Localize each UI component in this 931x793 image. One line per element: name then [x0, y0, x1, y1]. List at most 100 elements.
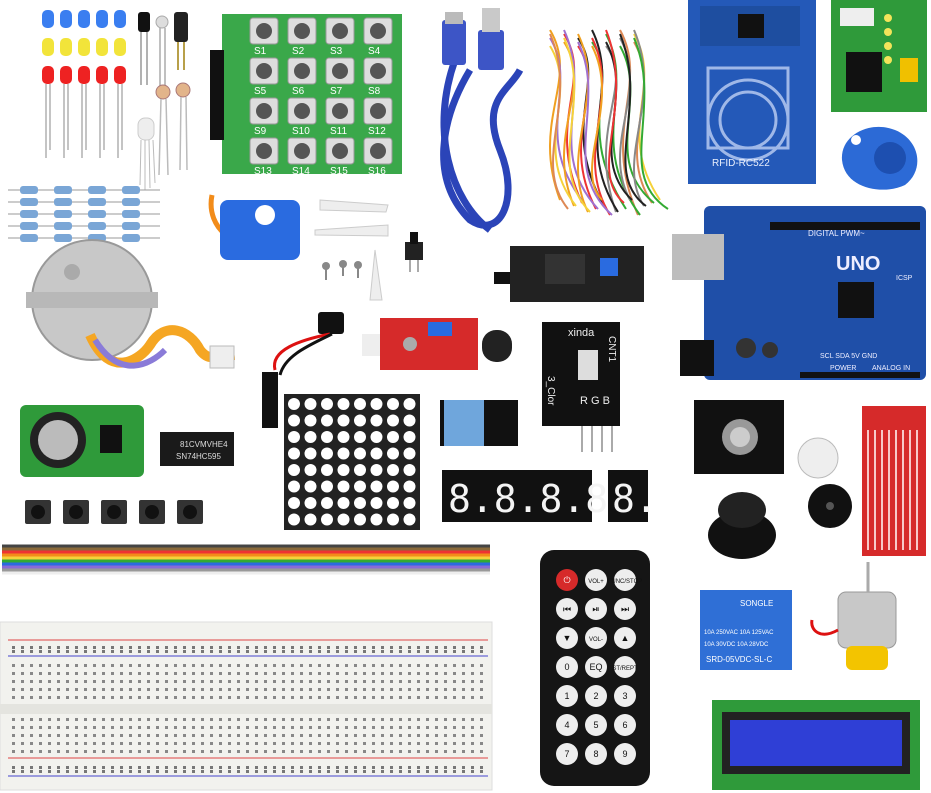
jumper-wire [549, 33, 569, 210]
matrix-dot [321, 480, 333, 493]
jumper-wire [591, 45, 603, 201]
matrix-dot [288, 464, 300, 476]
remote-button [585, 627, 607, 649]
matrix-dot [370, 414, 383, 427]
matrix-dot [354, 447, 366, 460]
matrix-dot [304, 513, 317, 526]
matrix-dot [370, 513, 383, 526]
led [114, 10, 126, 28]
chip-line-1: 81CVMVHE4 [180, 440, 228, 449]
jumper-wire [577, 41, 613, 216]
keypad-key-label: S3 [330, 46, 343, 57]
remote-button-label: 4 [564, 720, 569, 730]
rfid-module: RFID-RC522 [688, 0, 816, 184]
matrix-dot [387, 464, 399, 476]
remote-button-label: ⏯ [592, 604, 599, 614]
arduino-uno-board: UNO DIGITAL PWM~ SCL SDA 5V GND POWER AN… [672, 206, 926, 380]
battery-clip-and-dc-jack [262, 312, 344, 428]
rgb-led [137, 117, 156, 190]
resistor [20, 210, 38, 218]
led [78, 10, 90, 28]
resistor [20, 234, 38, 242]
matrix-dot [354, 431, 366, 443]
keypad-key-label: S6 [292, 86, 305, 97]
rtc-clock-module [20, 405, 144, 477]
four-digit-seven-segment: 8.8.8.8. [442, 470, 631, 522]
stepper-motor [26, 239, 235, 369]
servo-motor [208, 194, 300, 260]
remote-button-label: 2 [593, 691, 598, 701]
remote-button [614, 569, 636, 591]
led-dot-matrix [284, 394, 420, 530]
matrix-dot [304, 464, 317, 476]
resistor [20, 186, 38, 194]
remote-button [556, 569, 578, 591]
led [78, 66, 90, 84]
matrix-dot [337, 480, 350, 493]
jumper-wire [633, 33, 661, 201]
matrix-dot [387, 513, 399, 526]
matrix-dot [337, 414, 350, 427]
keypad-key-label: S9 [254, 126, 267, 137]
uno-analog-label: ANALOG IN [872, 365, 910, 372]
single-digit-readout: 8. [612, 477, 658, 521]
screws [322, 260, 362, 280]
matrix-dot [321, 464, 333, 476]
matrix-dot [370, 431, 383, 443]
matrix-dot [403, 480, 416, 493]
remote-button-label: 5 [593, 720, 598, 730]
matrix-dot [304, 497, 317, 509]
matrix-dot [370, 480, 383, 493]
matrix-dot [403, 431, 416, 443]
dht11-sensor-module [440, 400, 518, 446]
keypad-key-label: S13 [254, 166, 272, 177]
potentiometer [405, 232, 423, 272]
matrix-dot [370, 464, 383, 476]
matrix-dot [370, 398, 383, 410]
matrix-dot [321, 513, 333, 526]
i2c-lcd-adapter [494, 246, 644, 302]
shift-register-chip: 81CVMVHE4 SN74HC595 [160, 432, 234, 466]
resistor [122, 186, 140, 194]
remote-button [585, 714, 607, 736]
uno-icsp-label: ICSP [896, 275, 913, 282]
matrix-dot [288, 398, 300, 410]
keypad-key-label: S4 [368, 46, 381, 57]
remote-button-label: ⏻ [563, 575, 570, 585]
matrix-dot [304, 447, 317, 460]
matrix-dot [321, 497, 333, 509]
keypad-key-label: S10 [292, 126, 310, 137]
remote-button-label: ⏮ [563, 604, 571, 614]
matrix-dot [387, 480, 399, 493]
matrix-dot [370, 497, 383, 509]
matrix-dot [288, 447, 300, 460]
remote-button [585, 685, 607, 707]
jumper-wire [577, 33, 589, 213]
keypad-key-label: S16 [368, 166, 386, 177]
remote-button [556, 714, 578, 736]
led [42, 38, 54, 56]
matrix-dot [337, 398, 350, 410]
resistor [88, 222, 106, 230]
resistor [54, 198, 72, 206]
matrix-dot [403, 513, 416, 526]
led [96, 10, 108, 28]
led [60, 66, 72, 84]
relay-brand: SONGLE [740, 599, 773, 608]
led [78, 38, 90, 56]
led [60, 38, 72, 56]
resistor [122, 234, 140, 242]
sound-sensor-module [362, 318, 512, 370]
resistor [54, 222, 72, 230]
remote-button-label: ST/REPT [612, 666, 638, 672]
rgb-module-brand: xinda [568, 327, 595, 339]
resistor [122, 222, 140, 230]
jumper-wire [633, 29, 645, 207]
rotary-encoder-module [694, 400, 784, 474]
matrix-dot [321, 398, 333, 410]
jumper-wire [619, 33, 647, 207]
matrix-dot [337, 431, 350, 443]
